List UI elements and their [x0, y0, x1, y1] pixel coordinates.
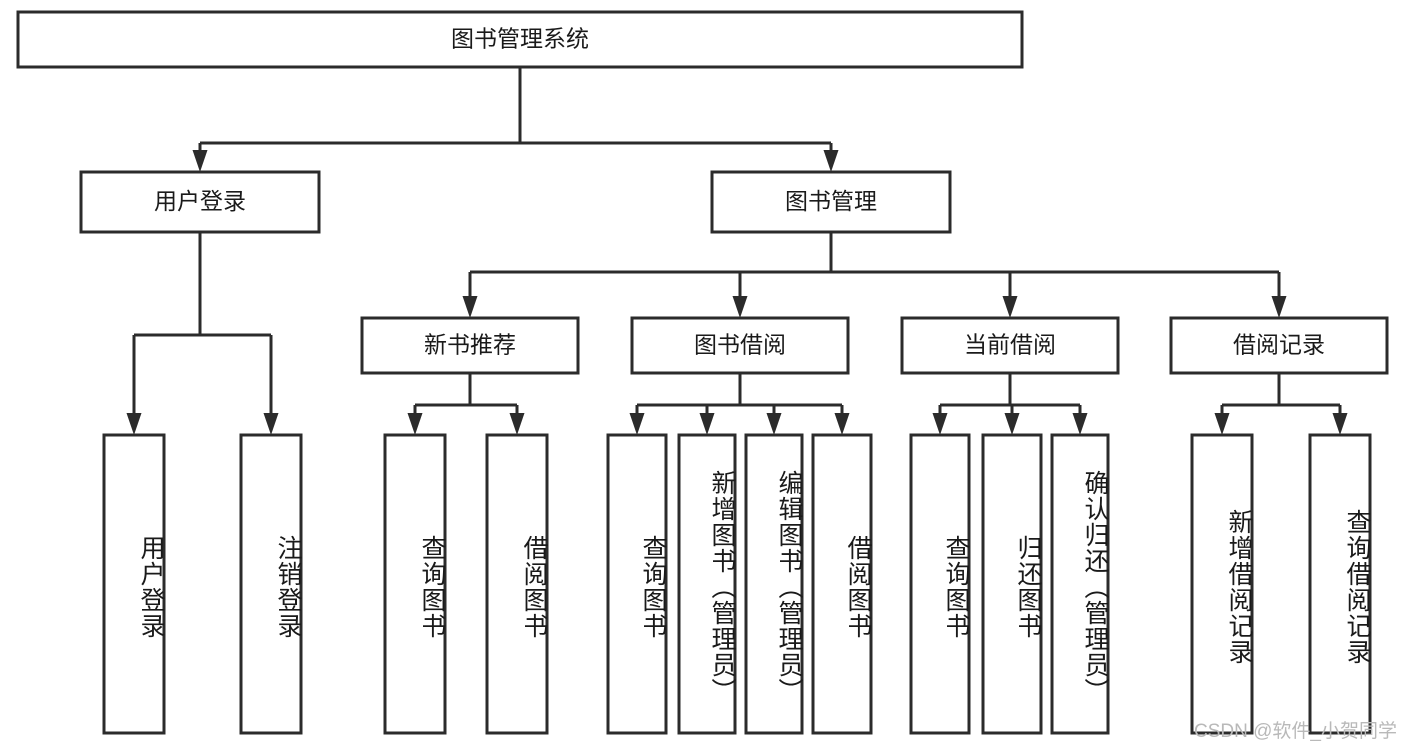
node-label-user-login: 用户登录 — [154, 188, 246, 214]
node-box-borrow-record — [1169, 316, 1389, 375]
node-leaf-query-book-3[interactable] — [909, 433, 971, 735]
node-box-leaf-query-book-3 — [909, 433, 971, 735]
node-label-borrow-record: 借阅记录 — [1233, 332, 1325, 358]
arrow-head-borrow-record — [1271, 296, 1287, 318]
arrow-head-leaf-borrow-book-2 — [834, 413, 850, 435]
arrow-head-leaf-edit-book — [766, 413, 782, 435]
arrow-head-leaf-user-login — [126, 413, 142, 435]
arrow-head-user-login — [192, 150, 208, 172]
node-new-book-rec[interactable]: 新书推荐 — [360, 316, 580, 375]
node-leaf-return-book[interactable] — [981, 433, 1043, 735]
arrow-head-leaf-return-book — [1004, 413, 1020, 435]
arrow-head-leaf-query-record — [1332, 413, 1348, 435]
node-borrow-record[interactable]: 借阅记录 — [1169, 316, 1389, 375]
arrow-head-leaf-add-book — [699, 413, 715, 435]
arrow-head-leaf-borrow-book-1 — [509, 413, 525, 435]
edges-layer — [126, 67, 1348, 435]
node-box-leaf-return-book — [981, 433, 1043, 735]
node-box-book-manage — [710, 170, 952, 234]
node-leaf-user-login[interactable] — [102, 433, 166, 735]
arrow-head-leaf-logout — [263, 413, 279, 435]
node-leaf-add-record[interactable] — [1190, 433, 1254, 735]
arrow-head-current-borrow — [1002, 296, 1018, 318]
node-leaf-edit-book[interactable] — [744, 433, 804, 735]
node-box-leaf-logout — [239, 433, 303, 735]
node-leaf-borrow-book-2[interactable] — [811, 433, 873, 735]
node-box-root — [16, 10, 1024, 69]
node-box-current-borrow — [900, 316, 1120, 375]
node-user-login[interactable]: 用户登录 — [79, 170, 321, 234]
arrow-head-leaf-query-book-2 — [629, 413, 645, 435]
node-label-current-borrow: 当前借阅 — [964, 332, 1056, 358]
node-label-book-borrow: 图书借阅 — [694, 332, 786, 358]
arrow-head-new-book-rec — [462, 296, 478, 318]
node-box-leaf-confirm-return — [1050, 433, 1110, 735]
node-label-new-book-rec: 新书推荐 — [424, 332, 516, 358]
node-box-leaf-query-record — [1308, 433, 1372, 735]
node-leaf-borrow-book-1[interactable] — [485, 433, 549, 735]
node-leaf-confirm-return[interactable] — [1050, 433, 1110, 735]
arrow-head-book-manage — [823, 150, 839, 172]
node-box-leaf-borrow-book-2 — [811, 433, 873, 735]
node-root[interactable]: 图书管理系统 — [16, 10, 1024, 69]
arrow-head-leaf-add-record — [1214, 413, 1230, 435]
node-box-leaf-query-book-1 — [383, 433, 447, 735]
node-leaf-query-book-1[interactable] — [383, 433, 447, 735]
node-box-leaf-query-book-2 — [606, 433, 668, 735]
node-box-leaf-add-book — [677, 433, 737, 735]
arrow-head-leaf-query-book-3 — [932, 413, 948, 435]
node-box-user-login — [79, 170, 321, 234]
node-box-leaf-add-record — [1190, 433, 1254, 735]
node-leaf-query-book-2[interactable] — [606, 433, 668, 735]
node-label-book-manage: 图书管理 — [785, 188, 877, 214]
arrow-head-leaf-query-book-1 — [407, 413, 423, 435]
node-book-manage[interactable]: 图书管理 — [710, 170, 952, 234]
node-box-book-borrow — [630, 316, 850, 375]
node-leaf-query-record[interactable] — [1308, 433, 1372, 735]
arrow-head-book-borrow — [732, 296, 748, 318]
node-leaf-add-book[interactable] — [677, 433, 737, 735]
node-box-leaf-user-login — [102, 433, 166, 735]
node-leaf-logout[interactable] — [239, 433, 303, 735]
node-book-borrow[interactable]: 图书借阅 — [630, 316, 850, 375]
node-box-leaf-edit-book — [744, 433, 804, 735]
node-box-leaf-borrow-book-1 — [485, 433, 549, 735]
node-label-root: 图书管理系统 — [451, 26, 589, 52]
arrow-head-leaf-confirm-return — [1072, 413, 1088, 435]
watermark-text: CSDN @软件_小贺同学 — [1194, 721, 1397, 742]
node-box-new-book-rec — [360, 316, 580, 375]
node-current-borrow[interactable]: 当前借阅 — [900, 316, 1120, 375]
